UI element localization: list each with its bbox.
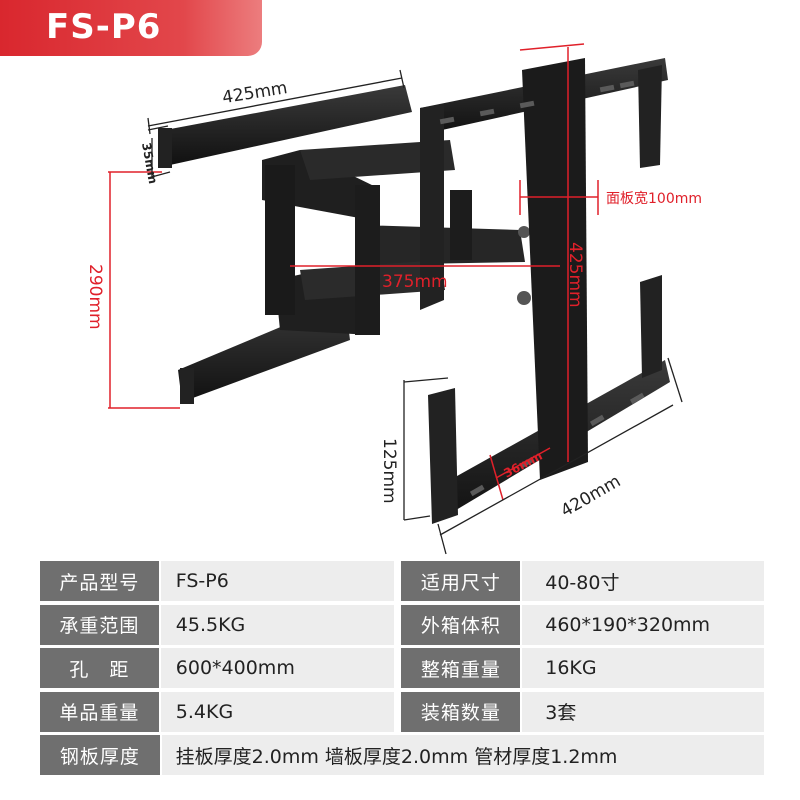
dim-label-wall-height: 290mm: [85, 264, 105, 330]
spec-label: 孔 距: [40, 648, 159, 688]
product-title: FS-P6: [46, 7, 162, 47]
spec-row: 承重范围 45.5KG 外箱体积 460*190*320mm: [40, 604, 764, 645]
spec-value: 3套: [522, 691, 764, 732]
spec-table: 产品型号 FS-P6 适用尺寸 40-80寸 承重范围 45.5KG 外箱体积 …: [40, 561, 764, 779]
dim-label-vertical-span: 425mm: [565, 242, 585, 308]
spec-label: 外箱体积: [401, 604, 521, 645]
articulating-arms: [262, 140, 531, 335]
spec-label: 单品重量: [40, 691, 159, 732]
spec-value: 挂板厚度2.0mm 墙板厚度2.0mm 管材厚度1.2mm: [161, 735, 764, 775]
spec-row-thickness: 钢板厚度 挂板厚度2.0mm 墙板厚度2.0mm 管材厚度1.2mm: [40, 735, 764, 775]
spec-row: 单品重量 5.4KG 装箱数量 3套: [40, 691, 764, 732]
spec-value: FS-P6: [160, 561, 394, 601]
spec-label: 整箱重量: [401, 648, 521, 688]
spec-value: 460*190*320mm: [522, 604, 764, 645]
spec-value: 16KG: [522, 648, 764, 688]
dim-label-wall-depth: 35mm: [139, 141, 160, 185]
dim-label-rail-height: 125mm: [379, 438, 399, 504]
spec-label: 产品型号: [40, 561, 159, 601]
spec-value: 600*400mm: [160, 648, 394, 688]
spec-label: 适用尺寸: [401, 561, 521, 601]
spec-value: 40-80寸: [522, 561, 764, 601]
dim-label-panel-width: 面板宽100mm: [606, 190, 702, 207]
spec-row: 孔 距 600*400mm 整箱重量 16KG: [40, 648, 764, 688]
dimension-lines: [108, 43, 599, 501]
vesa-bracket: [420, 58, 670, 524]
title-banner: FS-P6: [0, 0, 262, 56]
dim-label-rail-width: 420mm: [557, 471, 624, 521]
dim-label-arm-extension: 375mm: [382, 272, 448, 292]
product-figure: 425mm 35mm 290mm 375mm 425mm 面板宽100mm 12…: [85, 43, 702, 555]
dimension-lines-black: [147, 69, 683, 555]
dim-label-wall-width: 425mm: [221, 78, 289, 108]
spec-label: 钢板厚度: [40, 735, 160, 775]
spec-value: 5.4KG: [160, 691, 394, 732]
spec-value: 45.5KG: [160, 604, 394, 645]
spec-label: 装箱数量: [401, 691, 521, 732]
spec-label: 承重范围: [40, 604, 159, 645]
spec-row: 产品型号 FS-P6 适用尺寸 40-80寸: [40, 561, 764, 601]
